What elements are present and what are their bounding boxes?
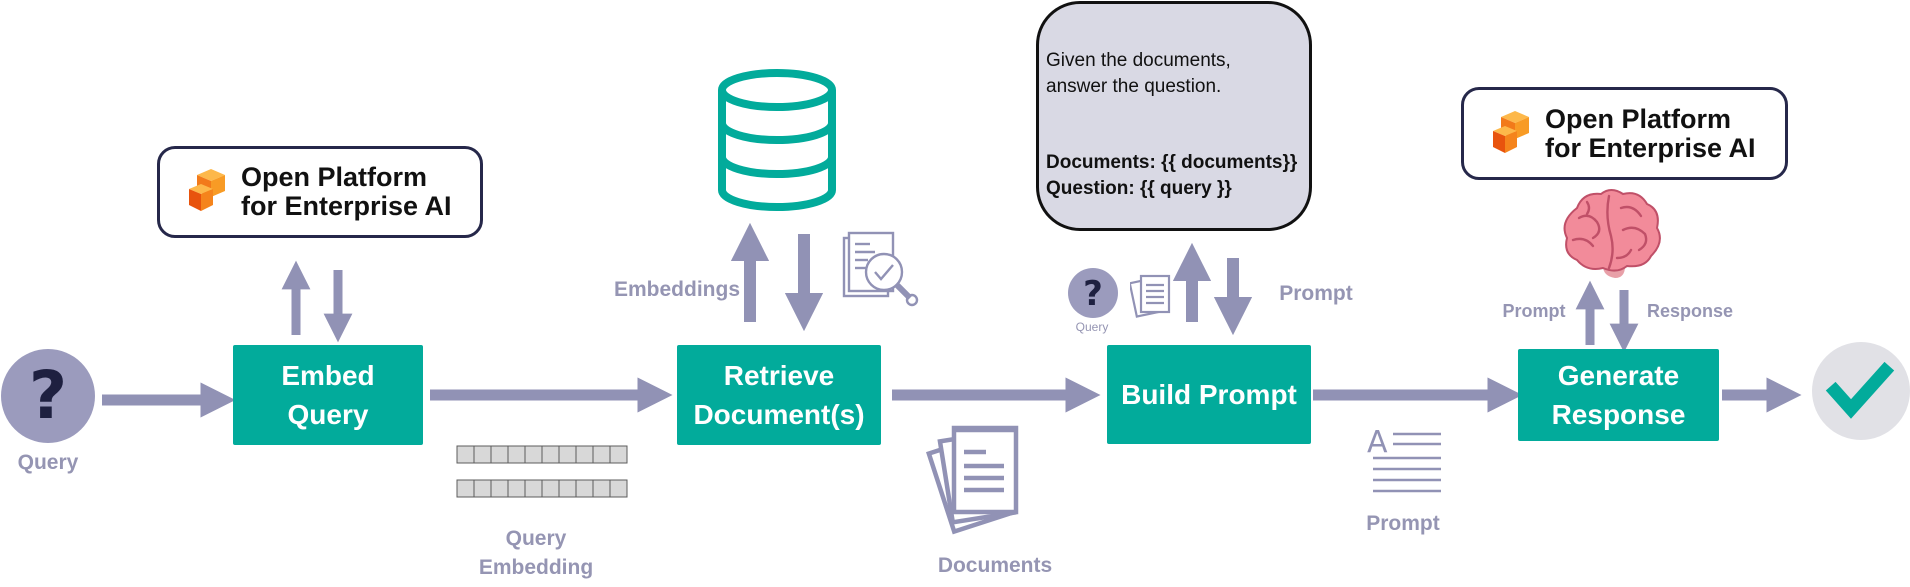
- opea-logo-text: Open Platform for Enterprise AI: [241, 162, 452, 221]
- prompt-template-line: answer the question.: [1046, 76, 1222, 97]
- prompt-template-question: Question: {{ query }}: [1046, 178, 1232, 199]
- prompt-llm-label: Prompt: [1502, 301, 1566, 321]
- cube-logo-icon: [189, 169, 225, 211]
- prompt-template-box: Given the documents, answer the question…: [1036, 1, 1312, 231]
- document-search-icon: [842, 231, 919, 307]
- retrieve-documents-step[interactable]: Retrieve Document(s): [677, 345, 881, 445]
- documents-stack-icon: [926, 425, 1019, 535]
- documents-label: Documents: [937, 554, 1053, 577]
- query-small-label: Query: [1075, 320, 1109, 334]
- query-embedding-label: Query Embedding: [478, 527, 594, 579]
- embeddings-label: Embeddings: [613, 278, 740, 301]
- opea-logo-text: Open Platform for Enterprise AI: [1545, 103, 1756, 163]
- response-llm-label: Response: [1646, 301, 1734, 321]
- prompt-template-line: Given the documents,: [1046, 50, 1231, 71]
- embed-query-step[interactable]: Embed Query: [233, 345, 423, 445]
- query-label: Query: [17, 451, 79, 474]
- database-icon: [718, 69, 836, 211]
- svg-text:?: ?: [1083, 274, 1103, 314]
- checkmark-icon: [1812, 342, 1910, 440]
- question-mark-icon: ?: [1, 349, 95, 443]
- prompt-template-documents: Documents: {{ documents}}: [1046, 152, 1298, 173]
- document-icon: [1130, 274, 1171, 318]
- opea-logo-box: Open Platform for Enterprise AI: [1461, 87, 1788, 180]
- brain-icon: [1563, 189, 1661, 278]
- svg-text:A: A: [1367, 426, 1388, 460]
- question-mark-icon: ?: [1068, 268, 1118, 318]
- opea-logo-box: Open Platform for Enterprise AI: [157, 146, 483, 238]
- build-prompt-step[interactable]: Build Prompt: [1107, 345, 1311, 444]
- query-embedding-vectors: [456, 445, 628, 498]
- cube-logo-icon: [1493, 110, 1529, 153]
- text-document-icon: A: [1367, 426, 1441, 493]
- prompt-label-top: Prompt: [1279, 282, 1353, 305]
- svg-text:?: ?: [29, 357, 67, 434]
- prompt-label-bottom: Prompt: [1366, 512, 1440, 535]
- generate-response-step[interactable]: Generate Response: [1518, 349, 1719, 441]
